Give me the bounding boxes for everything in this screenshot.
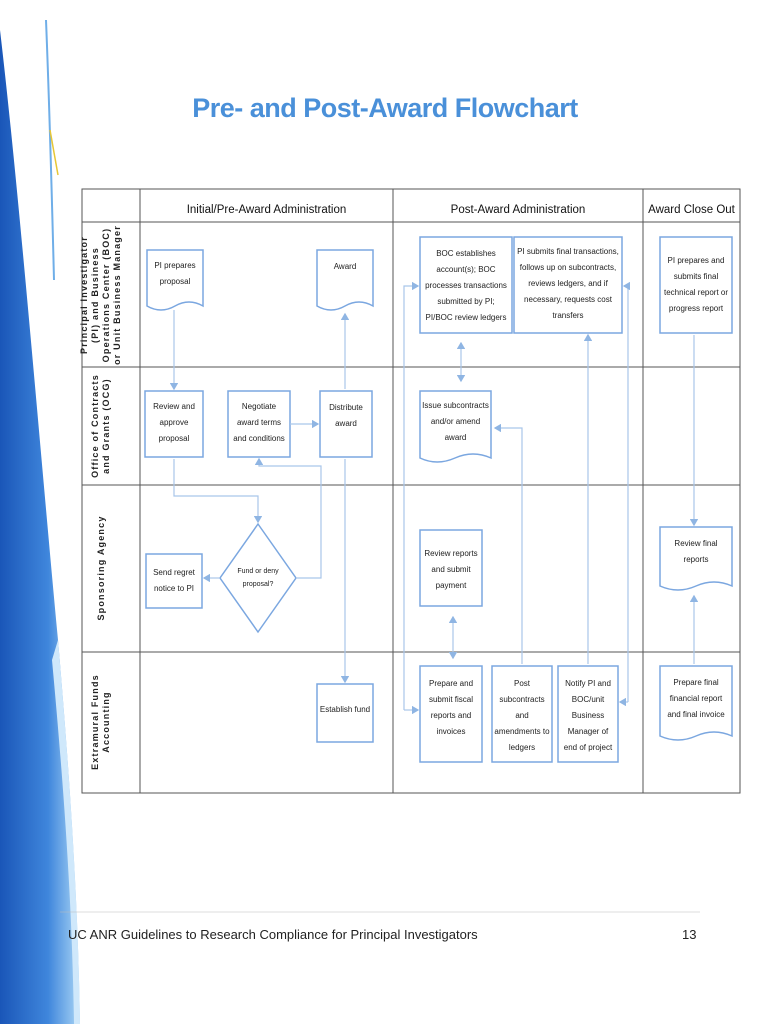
node-fund-or-deny: Fund or deny proposal? bbox=[237, 568, 279, 588]
lane-label-efa: Extramural Funds Accounting bbox=[90, 674, 111, 770]
node-post-subcontracts: Post subcontracts and amendments to ledg… bbox=[494, 679, 550, 752]
node-review-final-reports: Review final reports bbox=[674, 539, 718, 564]
node-review-reports-payment: Review reports and submit payment bbox=[424, 549, 478, 590]
node-boc-establishes: BOC establishes account(s); BOC processe… bbox=[425, 249, 507, 322]
node-prepare-fiscal-reports: Prepare and submit fiscal reports and in… bbox=[428, 679, 474, 736]
node-prepare-final-financial: Prepare final financial report and final… bbox=[667, 678, 725, 719]
node-review-approve: Review and approve proposal bbox=[153, 402, 195, 443]
column-header-initial: Initial/Pre-Award Administration bbox=[186, 204, 347, 216]
node-award: Award bbox=[333, 262, 357, 271]
column-header-post-award: Post-Award Administration bbox=[450, 204, 586, 216]
node-issue-subcontracts: Issue subcontracts and/or amend award bbox=[422, 401, 489, 442]
column-header-close-out: Award Close Out bbox=[648, 204, 735, 216]
node-distribute-award: Distribute award bbox=[329, 403, 363, 428]
page-title: Pre- and Post-Award Flowchart bbox=[192, 93, 578, 123]
node-send-regret: Send regret notice to PI bbox=[153, 568, 195, 593]
node-notify-pi: Notify PI and BOC/unit Business Manager … bbox=[563, 679, 613, 752]
node-establish-fund: Establish fund bbox=[319, 705, 371, 714]
footer-text: UC ANR Guidelines to Research Compliance… bbox=[68, 927, 478, 942]
lane-label-pi-boc: Principal Investigator (PI) and Business… bbox=[79, 225, 122, 365]
node-negotiate-terms: Negotiate award terms and conditions bbox=[233, 402, 285, 443]
lane-label-ocg: Office of Contracts and Grants (OCG) bbox=[90, 374, 111, 478]
lane-label-sponsoring-agency: Sponsoring Agency bbox=[95, 515, 106, 621]
node-pi-submits-final: PI submits final transactions, follows u… bbox=[517, 247, 619, 320]
page-number: 13 bbox=[682, 927, 697, 942]
node-pi-prepares-proposal: PI prepares proposal bbox=[154, 261, 196, 286]
node-pi-prepares-final-report: PI prepares and submits final technical … bbox=[663, 256, 729, 313]
